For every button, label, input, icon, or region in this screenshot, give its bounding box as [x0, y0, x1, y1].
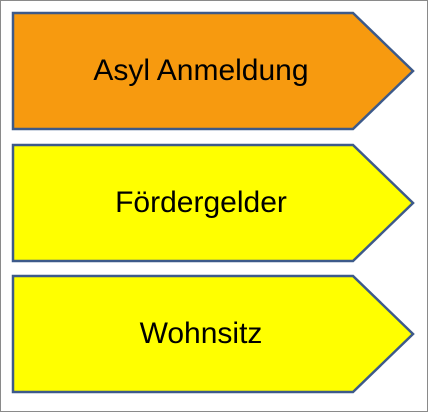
step-1-label: Asyl Anmeldung	[93, 54, 308, 87]
step-2-label: Fördergelder	[115, 186, 287, 219]
step-3-label: Wohnsitz	[140, 317, 263, 350]
step-3: Wohnsitz	[11, 274, 415, 394]
step-1-arrow	[11, 11, 415, 131]
step-2: Fördergelder	[11, 143, 415, 263]
step-3-arrow	[11, 274, 415, 394]
step-1: Asyl Anmeldung	[11, 11, 415, 131]
step-2-arrow	[11, 143, 415, 263]
